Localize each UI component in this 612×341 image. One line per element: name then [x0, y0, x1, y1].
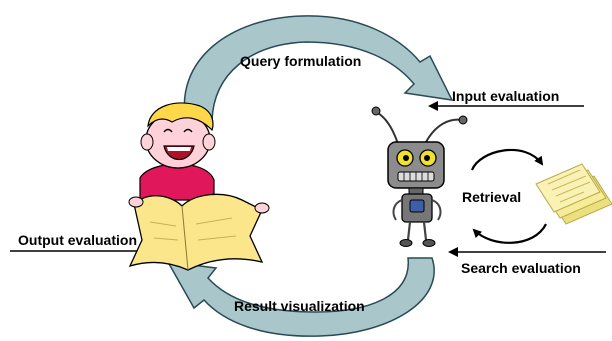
retrieval-cycle-bottom-arrow — [472, 223, 547, 244]
output-evaluation-label: Output evaluation — [18, 232, 137, 248]
retrieval-cycle-top-arrow — [470, 148, 544, 171]
query-formulation-label: Query formulation — [240, 53, 361, 69]
robot-icon — [371, 106, 468, 247]
query-formulation-arrow — [183, 15, 454, 123]
retrieval-label: Retrieval — [462, 189, 521, 205]
input-evaluation-label: Input evaluation — [452, 88, 559, 104]
child-reading-icon — [128, 102, 270, 271]
result-visualization-label: Result visualization — [234, 298, 365, 314]
result-visualization-arrow — [166, 257, 435, 337]
documents-icon — [535, 163, 612, 225]
search-evaluation-label: Search evaluation — [461, 260, 581, 276]
